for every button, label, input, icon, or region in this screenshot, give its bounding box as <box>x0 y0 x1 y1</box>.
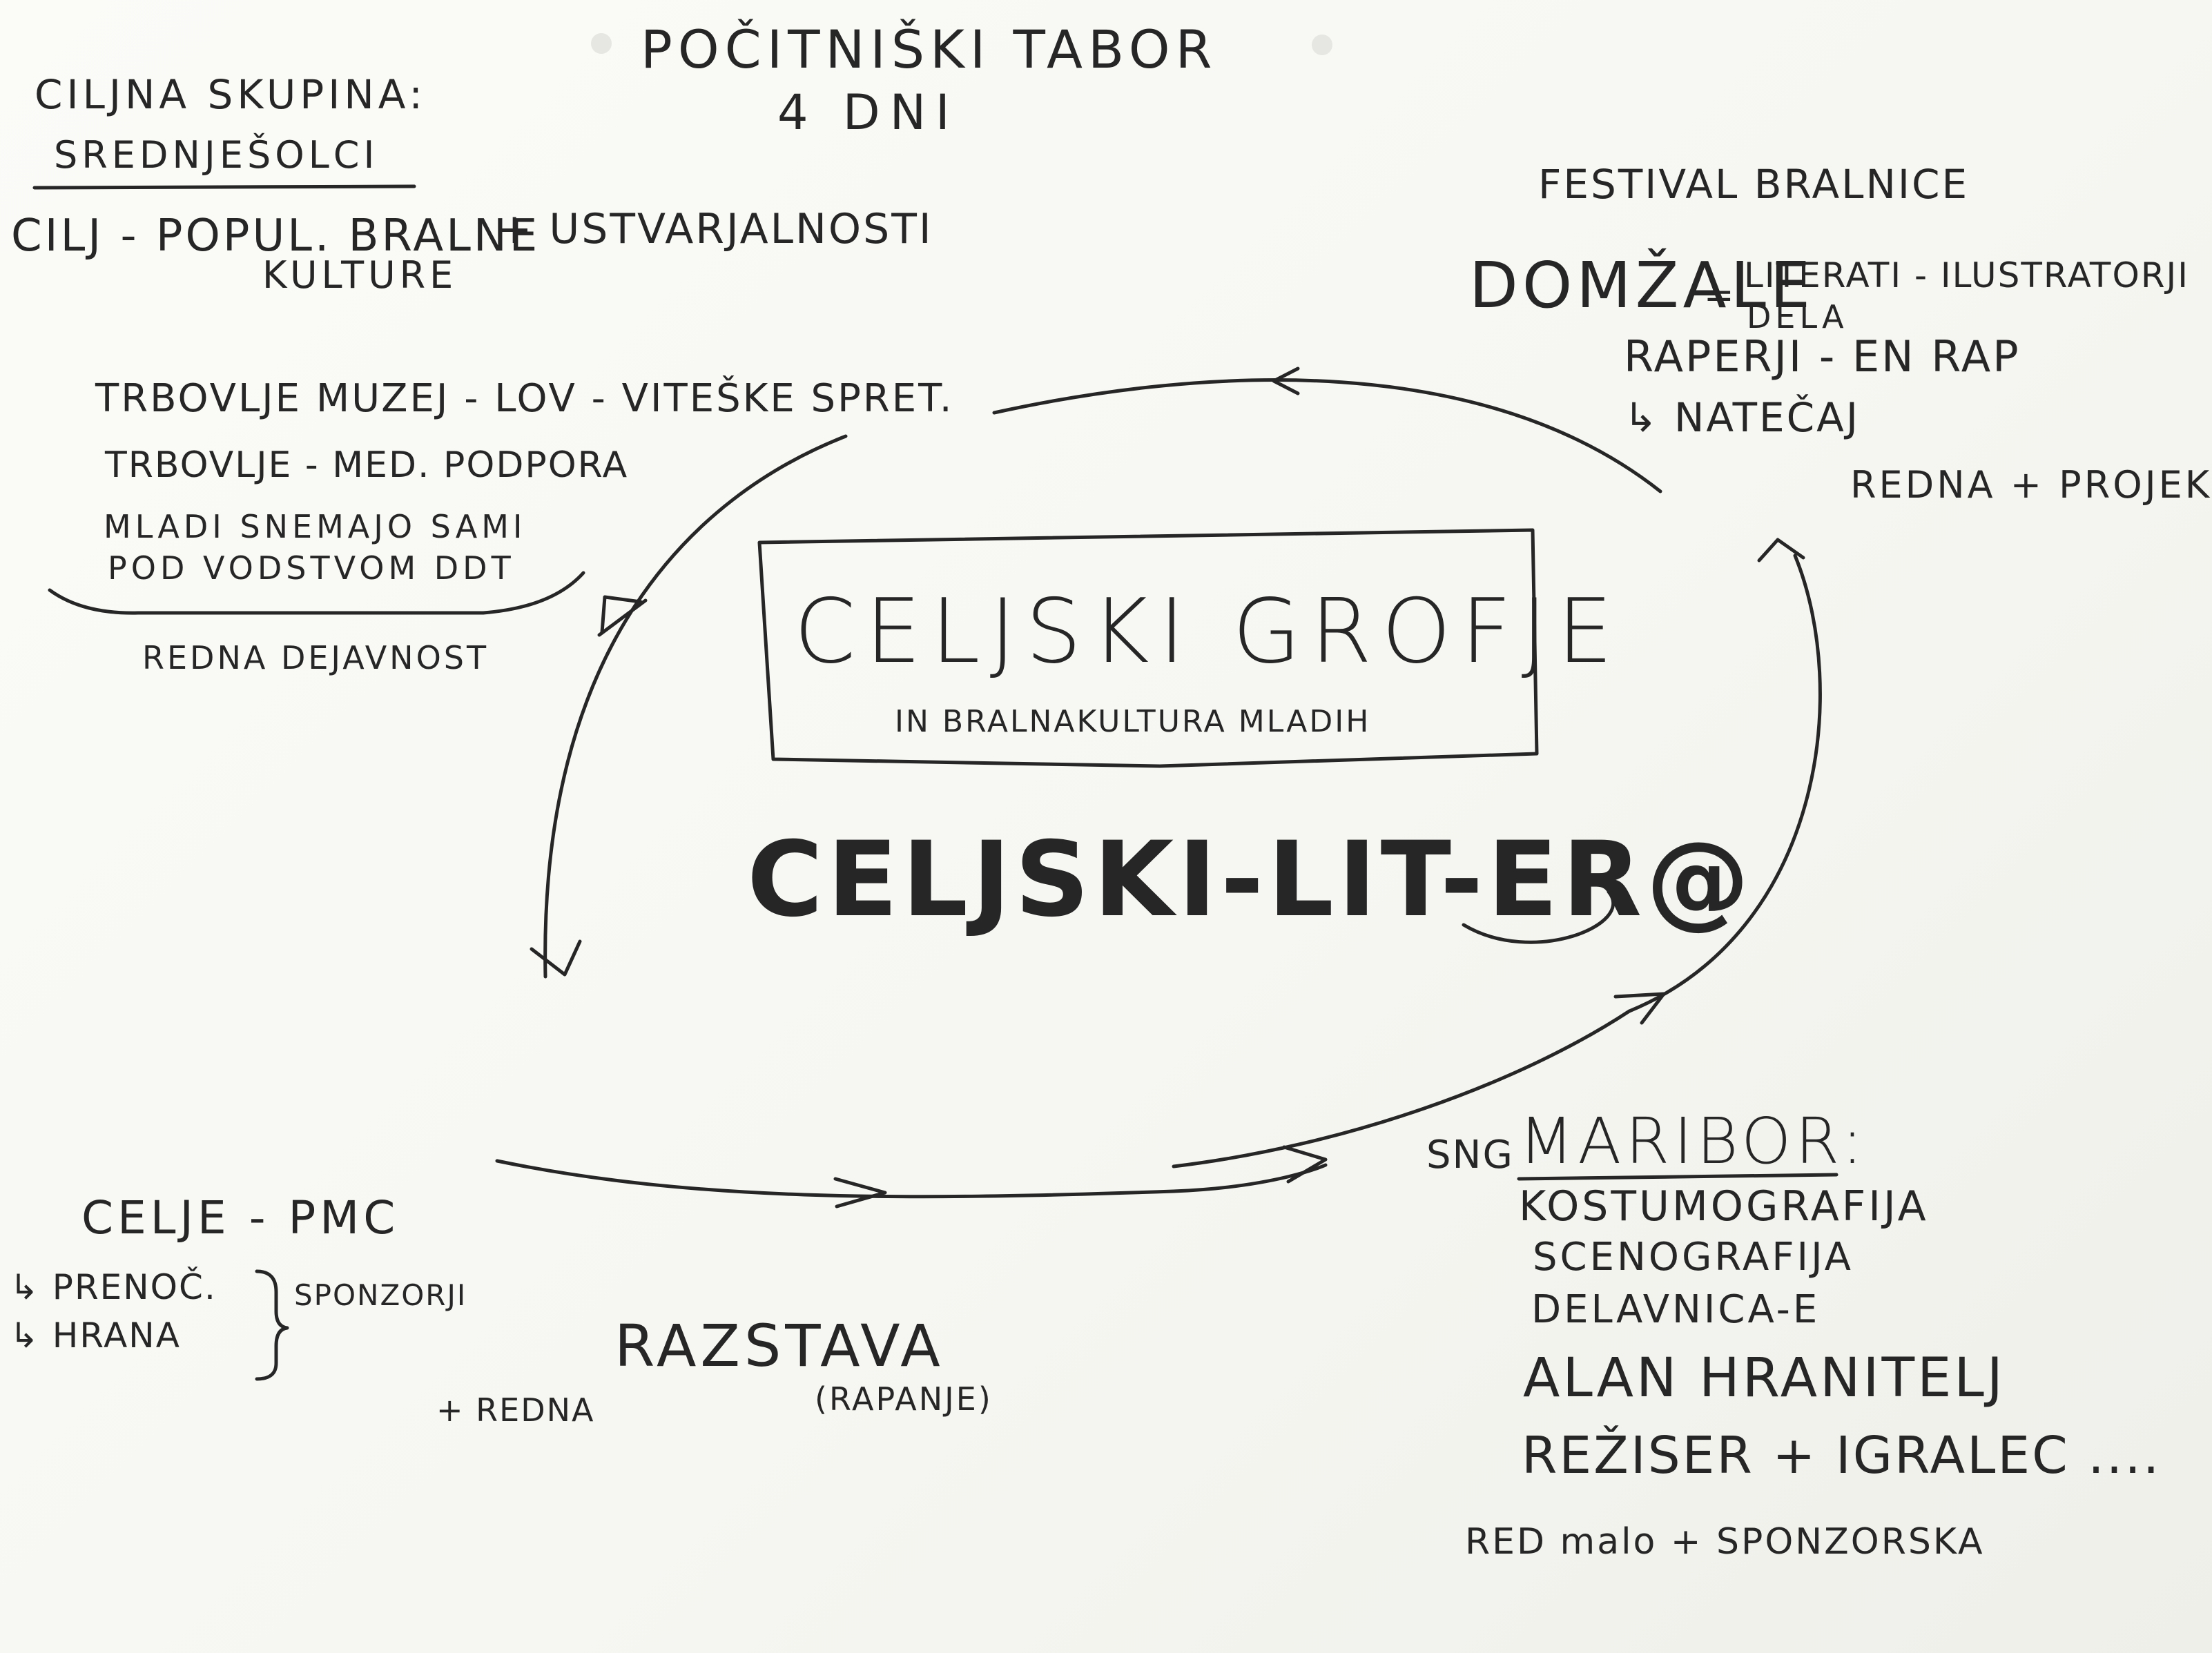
goal-extra: + USTVARJALNOSTI <box>497 205 933 253</box>
arrow-top-left-mid <box>600 595 643 634</box>
top-left-footer: REDNA DEJAVNOST <box>142 639 489 676</box>
festival-header: FESTIVAL BRALNICE <box>1538 161 1970 208</box>
festival-item-2: RAPERJI - EN RAP <box>1624 331 2021 382</box>
left-section-brace <box>48 571 585 615</box>
page-subtitle: 4 DNI <box>777 84 960 141</box>
arrow-top-left-tick <box>597 598 648 637</box>
center-box <box>757 528 1539 768</box>
exhibition-title: RAZSTAVA <box>614 1312 944 1380</box>
maribor-item-2: SCENOGRAFIJA <box>1533 1235 1854 1280</box>
city-equals: = <box>1704 275 1734 316</box>
maribor-item-5: REŽISER + IGRALEC .... <box>1522 1426 2162 1485</box>
celje-extra: + REDNA <box>436 1391 595 1429</box>
city-domzale: DOMŽALE <box>1469 248 1814 322</box>
sponsor-brace <box>255 1269 289 1381</box>
pin-right <box>1312 35 1332 55</box>
trbovlje-museum: TRBOVLJE MUZEJ - LOV - VITEŠKE SPRET. <box>95 376 954 421</box>
arrow-bottom-head-2 <box>1282 1145 1328 1184</box>
celje-pmc-title: CELJE - PMC <box>81 1191 400 1244</box>
center-brand: CELJSKI-LIT-ER@ <box>747 820 1754 940</box>
youth-film-line1: MLADI SNEMAJO SAMI <box>104 508 527 545</box>
arrow-top-left-head <box>530 939 582 977</box>
sponsors-label: SPONZORJI <box>294 1278 467 1312</box>
maribor-item-1: KOSTUMOGRAFIJA <box>1519 1182 1929 1231</box>
festival-item-1: LITERATI - ILUSTRATORJI <box>1744 255 2190 295</box>
target-label: CILJNA SKUPINA: <box>35 71 427 118</box>
pin-left <box>591 33 612 54</box>
center-box-title: CELJSKI GROFJE <box>794 580 1623 683</box>
arrow-right <box>1627 554 1822 1013</box>
sng-prefix: SNG <box>1426 1133 1514 1177</box>
arrow-top-head <box>1272 366 1300 395</box>
festival-item-3: ↳ NATEČAJ <box>1624 394 1860 441</box>
underline-maribor <box>1517 1173 1839 1181</box>
at-swirl <box>1462 890 1616 944</box>
exhibition-sub: (RAPANJE) <box>815 1380 993 1418</box>
goal-line2: KULTURE <box>262 253 458 297</box>
bottom-right-footer: RED malo + SPONZORSKA <box>1465 1521 1985 1563</box>
top-right-footer: REDNA + PROJEK <box>1850 463 2212 507</box>
goal-line1: CILJ - POPUL. BRALNE <box>11 211 541 262</box>
arrow-right-head <box>1757 538 1805 563</box>
page-title: POČITNIŠKI TABOR <box>641 19 1218 80</box>
maribor-item-4: ALAN HRANITELJ <box>1523 1347 2006 1409</box>
trbovlje-support: TRBOVLJE - MED. PODPORA <box>105 444 629 486</box>
target-value: SREDNJEŠOLCI <box>54 133 379 177</box>
maribor-item-3: DELAVNICA-E <box>1531 1287 1821 1332</box>
celje-item-1: ↳ PRENOČ. <box>10 1267 217 1307</box>
festival-item-1b: DELA <box>1747 298 1848 335</box>
arrow-right-lower <box>1172 1009 1631 1168</box>
arrow-bottom-head <box>833 1177 887 1209</box>
celje-item-2: ↳ HRANA <box>10 1315 181 1356</box>
underline-target <box>32 184 416 190</box>
center-box-subtitle: IN BRALNAKULTURA MLADIH <box>895 704 1371 739</box>
arrow-top <box>992 378 1662 493</box>
youth-film-line2: POD VODSTVOM DDT <box>108 549 515 587</box>
arrow-bottom <box>495 1159 1328 1199</box>
arrow-right-lower-head <box>1613 992 1666 1025</box>
maribor-title: MARIBOR: <box>1519 1104 1867 1178</box>
